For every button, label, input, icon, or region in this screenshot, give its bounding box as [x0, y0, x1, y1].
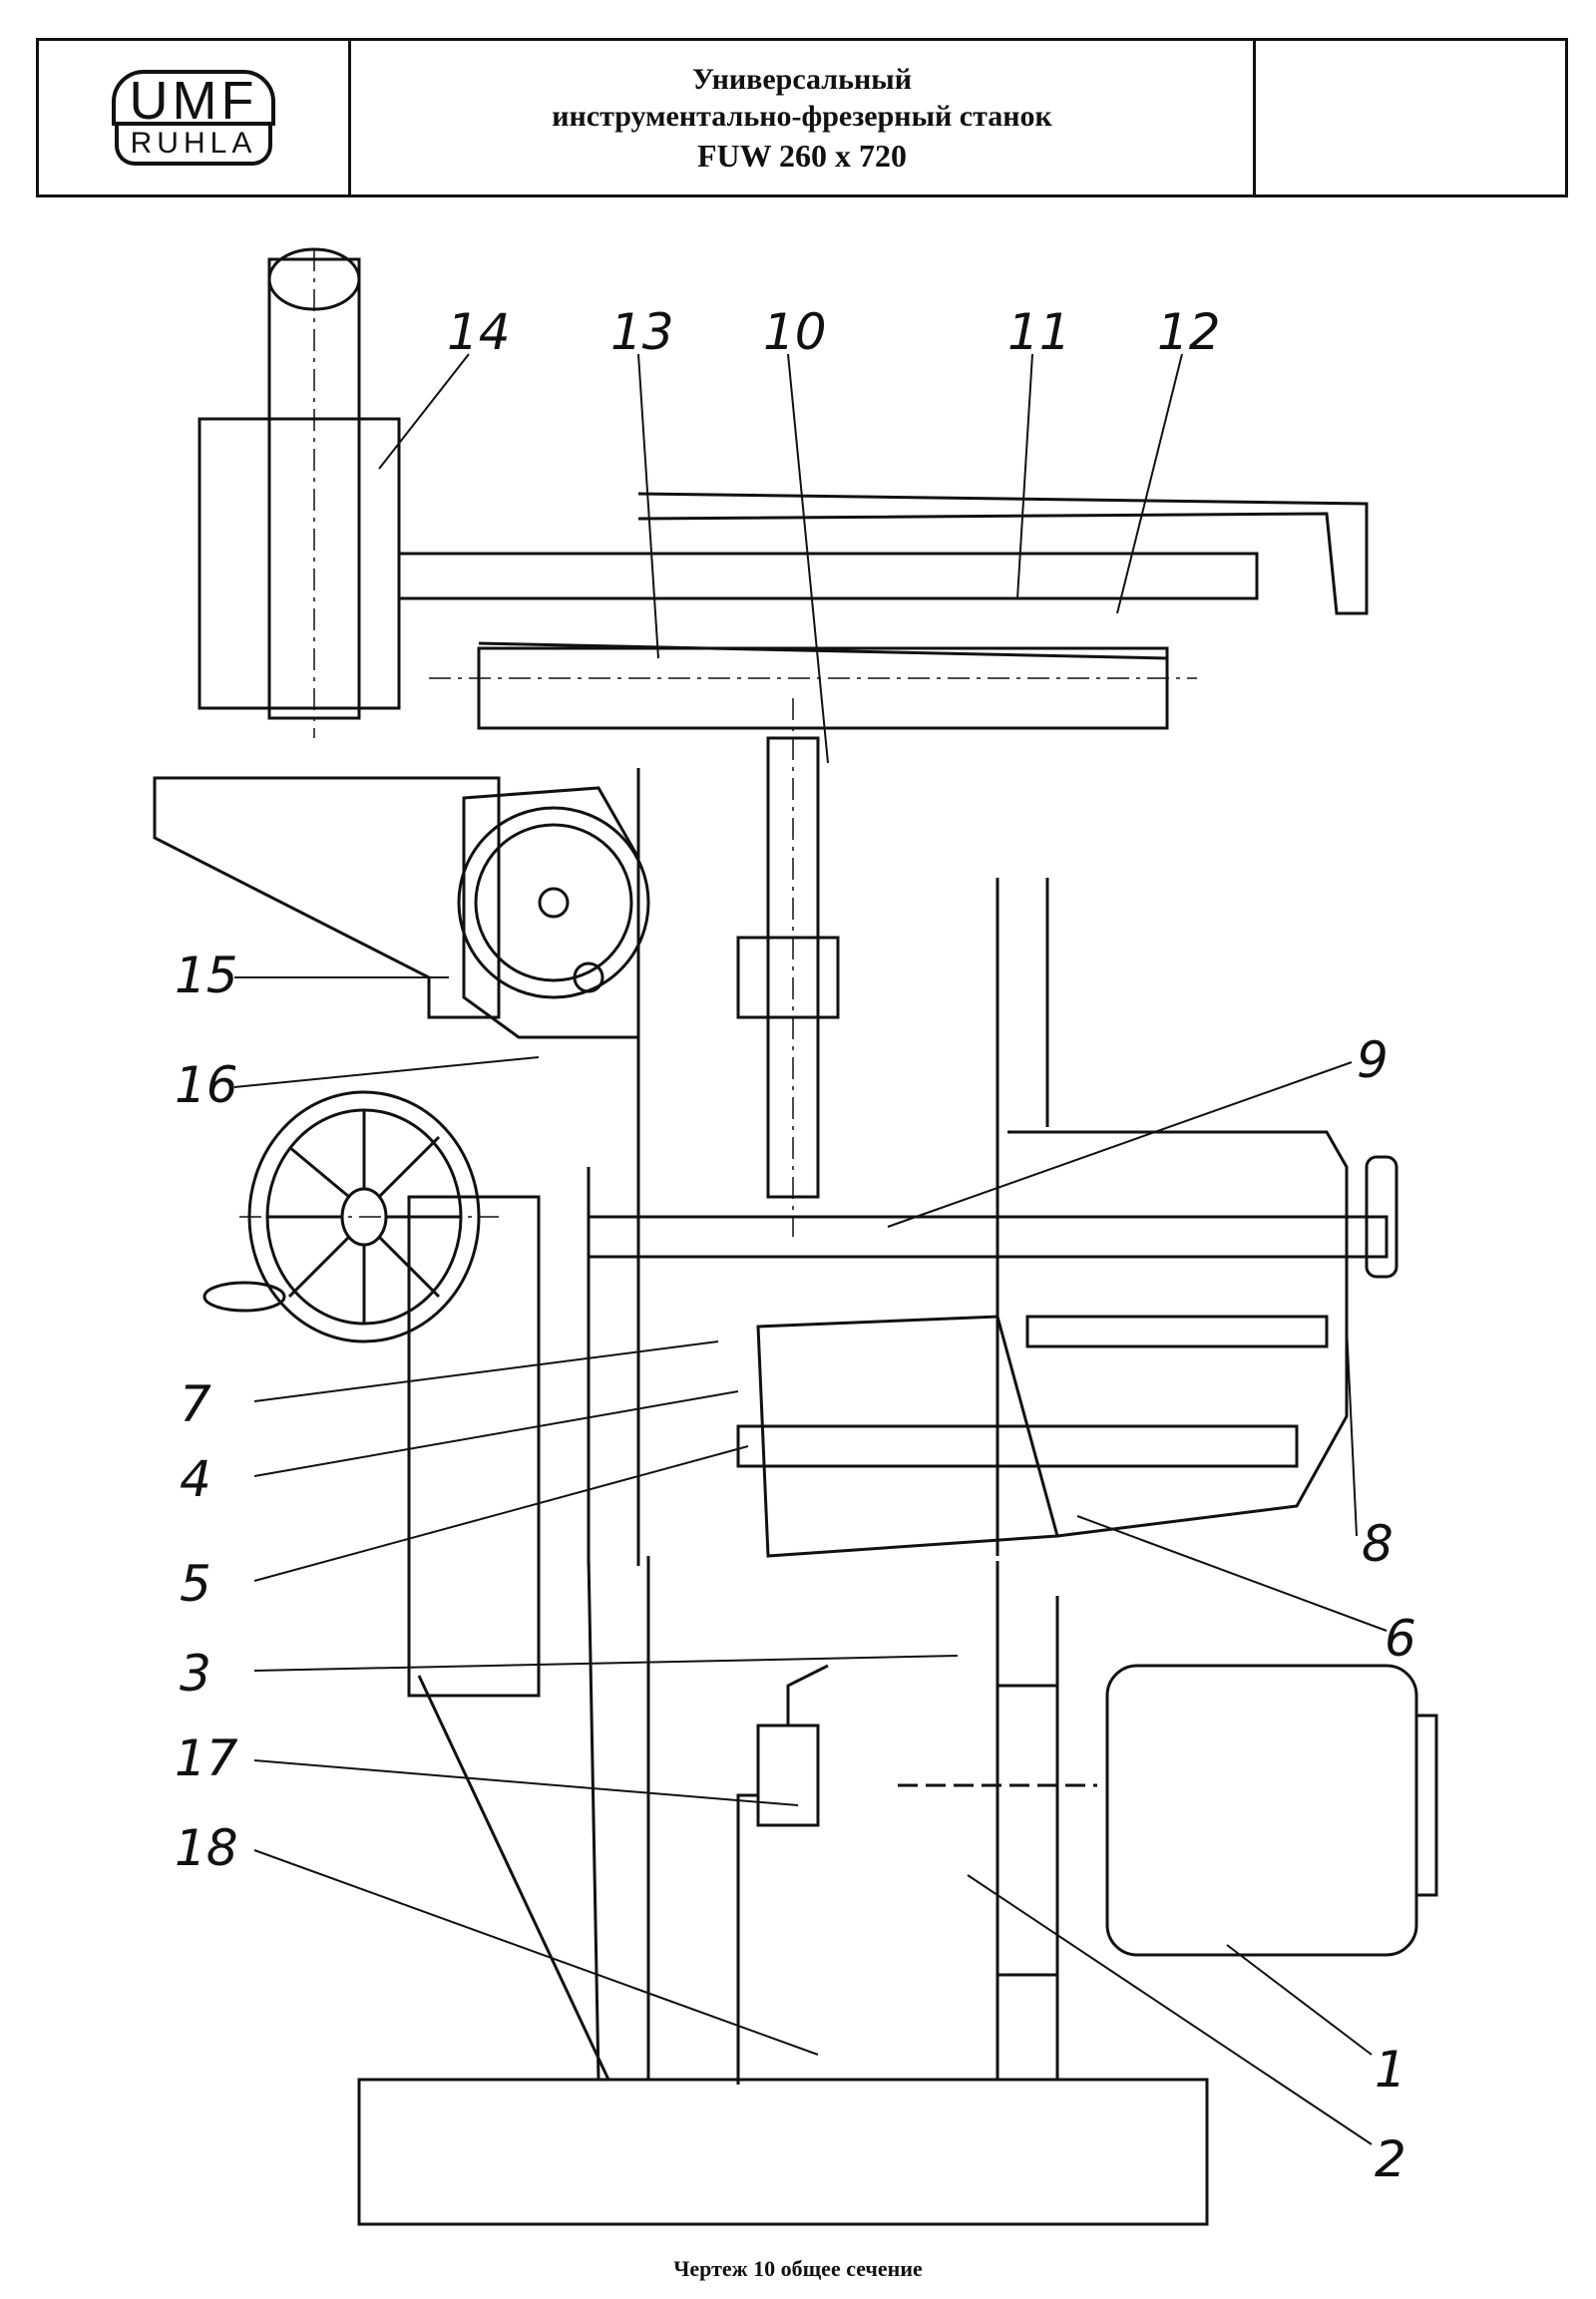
leader-3	[253, 1655, 959, 1672]
upper-handwheel-rim	[474, 823, 633, 982]
logo-ruhla-text: RUHLA	[114, 126, 273, 166]
callout-13: 13	[610, 303, 674, 361]
column-wall	[417, 1555, 650, 2081]
centerlines	[239, 249, 1197, 1237]
callout-labels: 1 2 3 4 5 6 7 8 9 10 11 12 13 14 15 16 1…	[175, 303, 1416, 2188]
leader-16	[233, 1056, 540, 1088]
work-table	[153, 776, 501, 1019]
callout-14: 14	[447, 303, 511, 361]
leader-14	[378, 353, 470, 470]
callout-5: 5	[180, 1555, 211, 1613]
coolant-lever	[786, 1664, 829, 1725]
leader-13	[637, 353, 659, 659]
upper-column	[587, 768, 1049, 1566]
drawing-title: Универсальный инструментально-фрезерный …	[351, 41, 1256, 194]
leader-10	[787, 353, 829, 764]
callout-17: 17	[175, 1729, 238, 1787]
horizontal-spindle-housing	[477, 646, 1169, 730]
leader-4	[253, 1390, 739, 1477]
base-plate	[357, 2078, 1209, 2226]
callout-15: 15	[175, 947, 238, 1004]
leader-12	[1116, 353, 1183, 614]
motor-body	[1105, 1664, 1418, 1957]
gearbox-handwheel	[1365, 1155, 1398, 1279]
lower-gear-housing	[756, 1315, 1059, 1558]
leader-1	[1226, 1944, 1373, 2056]
coolant-pipe	[736, 1793, 758, 2085]
upper-handwheel-hub	[538, 887, 570, 919]
leader-11	[1016, 353, 1033, 599]
leader-8	[1346, 1326, 1358, 1537]
leader-7	[253, 1341, 719, 1402]
title-line-2: инструментально-фрезерный станок	[552, 100, 1052, 133]
leader-18	[253, 1849, 819, 2056]
leader-5	[253, 1445, 749, 1582]
callout-18: 18	[175, 1819, 238, 1877]
main-shaft	[587, 1215, 1389, 1259]
coolant-valve	[756, 1724, 820, 1827]
lower-handwheel-spokes	[267, 1110, 461, 1324]
overarm	[637, 492, 1369, 615]
belt-tensioner	[736, 936, 840, 1019]
leader-6	[1076, 1515, 1388, 1632]
drawing-caption: Чертеж 10 общее сечение	[673, 2256, 923, 2281]
lower-handwheel-handle	[202, 1281, 286, 1313]
callout-16: 16	[175, 1056, 238, 1114]
logo-cell: UMF RUHLA	[39, 41, 351, 194]
output-shaft	[736, 1424, 1299, 1468]
callout-8: 8	[1362, 1515, 1394, 1573]
callout-12: 12	[1157, 303, 1221, 361]
title-block: UMF RUHLA Универсальный инструментально-…	[36, 38, 1568, 197]
leader-2	[967, 1874, 1373, 2145]
column-right-wall	[996, 1561, 1059, 2080]
callout-11: 11	[1007, 303, 1071, 361]
upper-handwheel-knob	[573, 961, 604, 993]
logo-umf-text: UMF	[111, 70, 276, 128]
leader-17	[253, 1759, 799, 1806]
callout-4: 4	[180, 1450, 211, 1508]
leader-9	[887, 1061, 1353, 1228]
title-line-1: Универсальный	[692, 62, 912, 96]
intermediate-shaft	[1025, 1315, 1329, 1348]
callout-3: 3	[180, 1645, 211, 1703]
gearbox-housing	[1007, 1130, 1349, 1538]
arm-shaft	[478, 641, 1168, 660]
callout-10: 10	[763, 303, 827, 361]
callout-6: 6	[1385, 1610, 1416, 1668]
vertical-head	[198, 417, 401, 710]
leader-lines	[233, 353, 1388, 2145]
callout-9: 9	[1357, 1031, 1389, 1089]
motor-flange	[996, 1684, 1059, 1977]
table-bracket	[462, 786, 640, 1039]
callout-2: 2	[1375, 2130, 1406, 2188]
knee	[407, 1195, 541, 1698]
umf-ruhla-logo: UMF RUHLA	[104, 68, 283, 168]
upper-handwheel	[457, 806, 650, 999]
motor-endcap	[1416, 1714, 1438, 1897]
callout-1: 1	[1375, 2041, 1406, 2099]
callout-7: 7	[180, 1375, 211, 1433]
upper-shaft	[397, 552, 1259, 600]
handwheels	[202, 806, 650, 1343]
title-model: FUW 260 x 720	[696, 137, 908, 174]
